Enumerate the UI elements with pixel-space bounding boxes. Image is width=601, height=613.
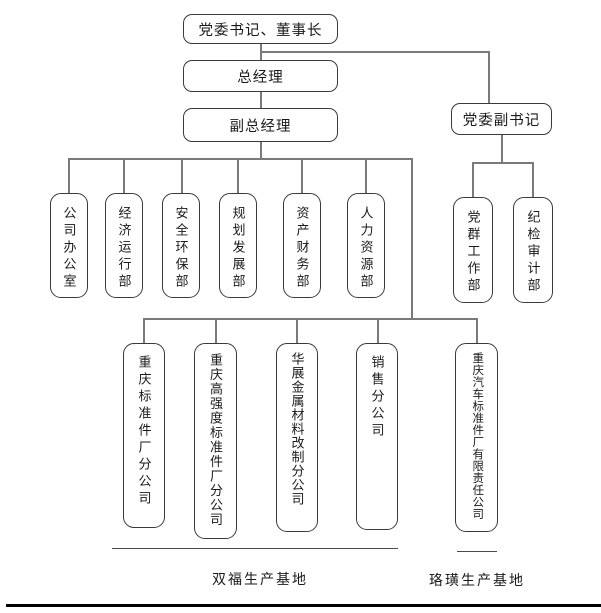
node-chairman-label: 党委书记、董事长: [198, 22, 323, 39]
branch-cq-auto-standard-parts: 重庆汽车标准件厂有限责任公司: [455, 343, 498, 532]
connector-dept-drop-1: [68, 158, 70, 193]
node-deputy-party-secretary-label: 党委副书记: [462, 112, 541, 129]
node-deputy-general-manager-label: 副总经理: [229, 118, 292, 135]
branch-cq-high-strength: 重庆高强度标准件厂分公司: [194, 343, 237, 539]
node-general-manager-label: 总经理: [237, 69, 284, 86]
node-general-manager: 总经理: [183, 60, 338, 92]
connector-branch-drop-5: [476, 318, 478, 343]
dept-human-resources-label: 人力资源部: [358, 206, 374, 291]
luohuang-base-underline: [457, 551, 497, 552]
branch-huazhan-metal-label: 华展金属材料改制分公司: [289, 352, 305, 506]
dept-planning-development: 规划发展部: [219, 193, 257, 298]
dept-economic-operation-label: 经济运行部: [116, 206, 132, 291]
connector-deputy-secretary-drop: [488, 51, 490, 103]
dept-discipline-audit: 纪检审计部: [513, 197, 553, 303]
dept-discipline-audit-label: 纪检审计部: [525, 210, 541, 295]
connector-deputy-secretary-out: [501, 135, 503, 163]
node-deputy-party-secretary: 党委副书记: [451, 103, 552, 135]
shuangfu-base-underline: [112, 548, 398, 549]
branch-sales: 销售分公司: [356, 343, 398, 530]
dept-planning-development-label: 规划发展部: [230, 206, 246, 291]
connector-dept-drop-2: [123, 158, 125, 193]
connector-branch-drop-1: [143, 318, 145, 343]
branch-cq-standard-parts-label: 重庆标准件厂分公司: [136, 355, 152, 508]
label-luohuang-base: 珞璜生产基地: [429, 574, 525, 589]
connector-chairman-to-deputy-secretary-h: [260, 51, 489, 53]
node-deputy-general-manager: 副总经理: [183, 108, 338, 142]
connector-dept-drop-4: [237, 158, 239, 193]
dept-party-mass-work-label: 党群工作部: [465, 210, 481, 295]
connector-party-drop-1: [472, 162, 474, 197]
dept-human-resources: 人力资源部: [347, 193, 385, 298]
connector-branch-drop-2: [215, 318, 217, 343]
dept-economic-operation: 经济运行部: [105, 193, 143, 298]
connector-dept-drop-3: [181, 158, 183, 193]
branch-cq-standard-parts: 重庆标准件厂分公司: [123, 343, 165, 528]
branch-cq-auto-standard-parts-label: 重庆汽车标准件厂有限责任公司: [471, 352, 484, 520]
connector-main-trunk: [411, 158, 413, 319]
dept-party-mass-work: 党群工作部: [453, 197, 493, 303]
connector-party-rail: [473, 162, 534, 164]
connector-party-drop-2: [532, 162, 534, 197]
dept-company-office: 公司办公室: [50, 193, 88, 298]
connector-dept-drop-5: [301, 158, 303, 193]
connector-departments-rail: [68, 158, 412, 160]
connector-branch-drop-4: [377, 318, 379, 343]
dept-asset-finance: 资产财务部: [283, 193, 321, 298]
page-bottom-rule: [6, 604, 601, 607]
branch-sales-label: 销售分公司: [369, 355, 385, 440]
branch-huazhan-metal: 华展金属材料改制分公司: [276, 343, 318, 532]
dept-company-office-label: 公司办公室: [61, 206, 77, 291]
branch-cq-high-strength-label: 重庆高强度标准件厂分公司: [208, 353, 223, 527]
connector-branches-rail: [144, 318, 477, 320]
dept-safety-environment-label: 安全环保部: [173, 206, 189, 291]
dept-safety-environment: 安全环保部: [162, 193, 200, 298]
connector-branch-drop-3: [296, 318, 298, 343]
node-chairman: 党委书记、董事长: [183, 14, 338, 44]
label-shuangfu-base: 双福生产基地: [212, 573, 308, 588]
dept-asset-finance-label: 资产财务部: [294, 206, 310, 291]
connector-gm-to-dgm: [260, 92, 262, 108]
connector-dept-drop-6: [365, 158, 367, 193]
connector-dgm-to-trunk: [260, 142, 262, 159]
